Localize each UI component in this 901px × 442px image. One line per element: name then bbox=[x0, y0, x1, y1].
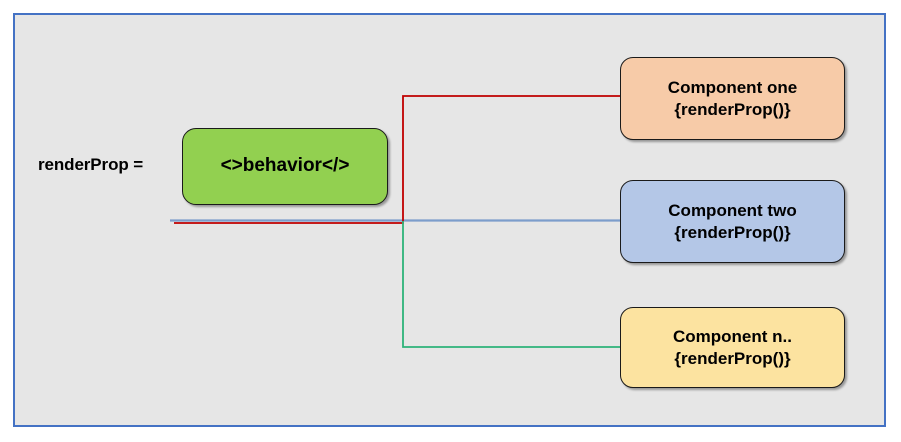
render-prop-assignment-label: renderProp = bbox=[38, 155, 144, 174]
node-behavior[interactable]: <>behavior</> bbox=[182, 128, 388, 205]
node-component-n[interactable]: Component n.. {renderProp()} bbox=[620, 307, 845, 388]
node-component-one-renderprop: {renderProp()} bbox=[674, 99, 791, 119]
node-component-two-title: Component two bbox=[668, 200, 797, 220]
node-component-two-renderprop: {renderProp()} bbox=[674, 222, 791, 242]
node-component-two[interactable]: Component two {renderProp()} bbox=[620, 180, 845, 263]
node-component-one-title: Component one bbox=[667, 77, 798, 97]
node-component-n-title: Component n.. bbox=[673, 326, 792, 346]
node-component-one[interactable]: Component one {renderProp()} bbox=[620, 57, 845, 140]
node-behavior-label: <>behavior</> bbox=[220, 155, 350, 177]
node-component-n-renderprop: {renderProp()} bbox=[674, 348, 791, 368]
